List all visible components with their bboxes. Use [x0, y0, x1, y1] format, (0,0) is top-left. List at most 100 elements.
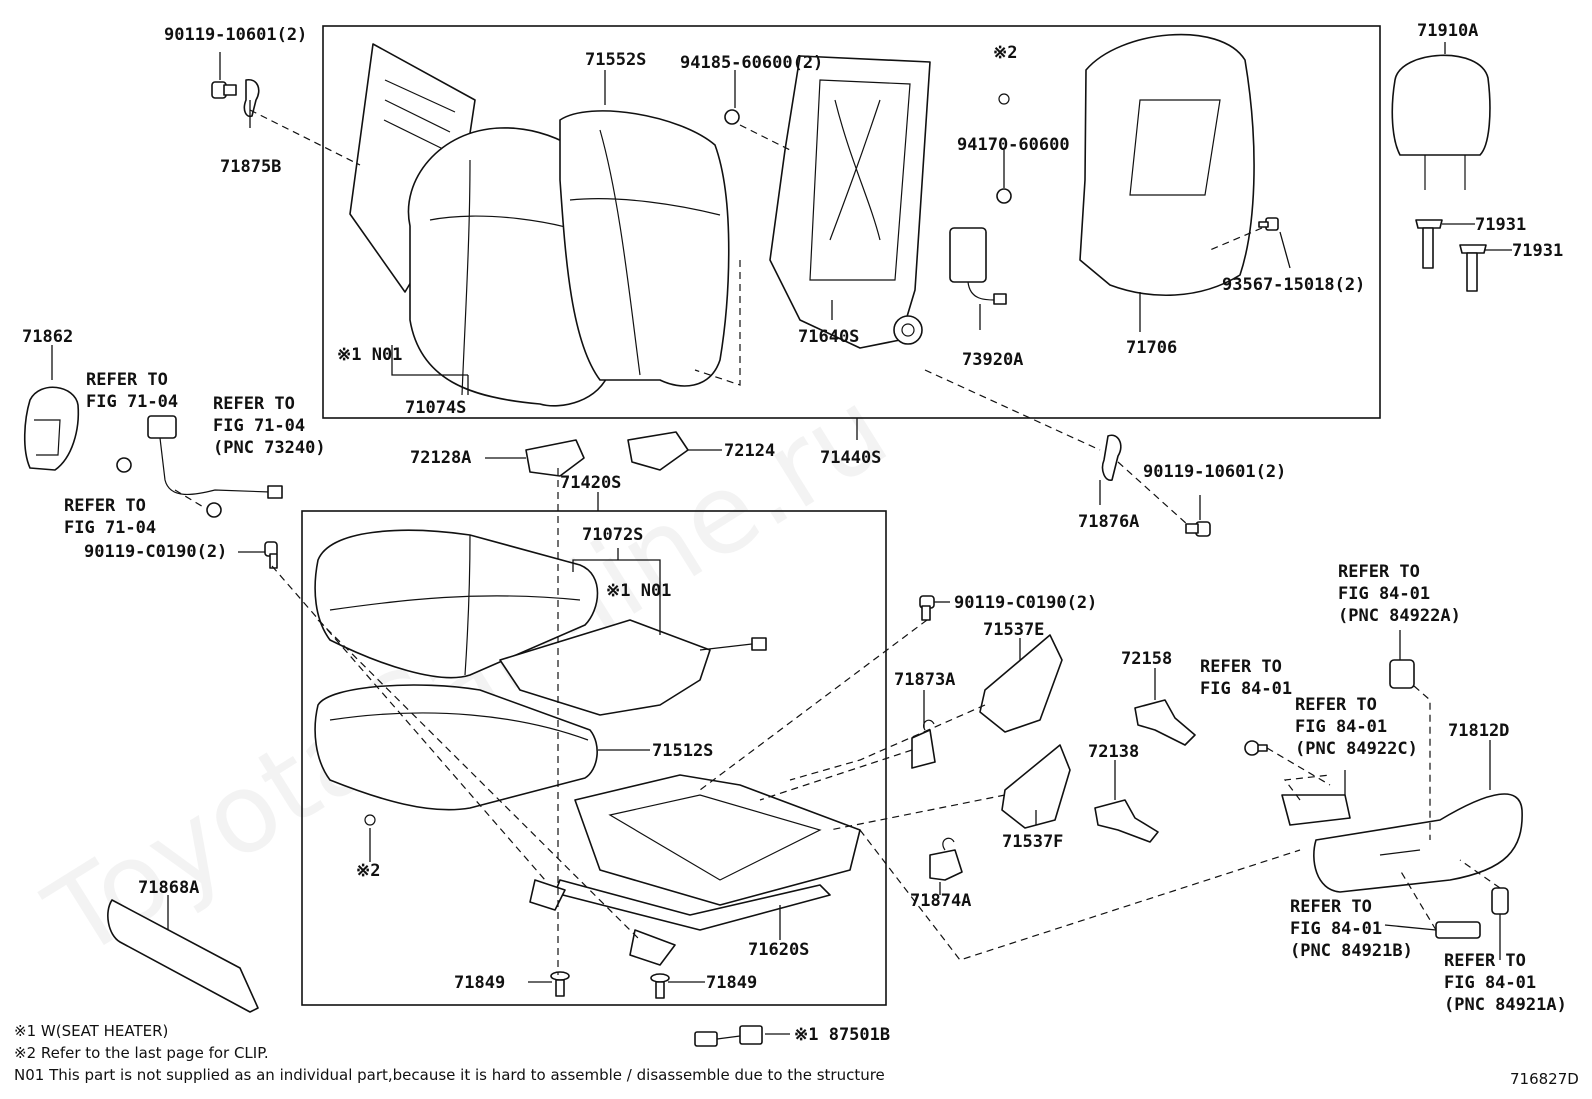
- label-72158: 72158: [1121, 649, 1172, 669]
- label-72138: 72138: [1088, 742, 1139, 762]
- label-71849-b: 71849: [706, 973, 757, 993]
- bracket-71873A: [911, 729, 936, 769]
- note-3: N01 This part is not supplied as an indi…: [14, 1066, 885, 1084]
- label-refer-e-1: REFER TO: [1200, 657, 1282, 677]
- label-refer-g-1: REFER TO: [1290, 897, 1372, 917]
- bolt-90119-C0190-b: [919, 595, 935, 621]
- label-mark2-bottom: ※2: [356, 861, 380, 881]
- switch-84922C: [1281, 794, 1351, 826]
- cover-72124: [627, 431, 689, 471]
- label-71620S: 71620S: [748, 940, 809, 960]
- seatback-assembly-box: [322, 25, 1381, 419]
- seatback-frame-71640S: [769, 55, 931, 349]
- label-71074S: 71074S: [405, 398, 466, 418]
- label-72124: 72124: [724, 441, 775, 461]
- label-71849-a: 71849: [454, 973, 505, 993]
- bolt-71849-a: [550, 971, 570, 997]
- label-refer-f-3: (PNC 84922C): [1295, 739, 1418, 759]
- seat-heater-mat-cushion: [499, 619, 711, 716]
- label-refer-d-3: (PNC 84922A): [1338, 606, 1461, 626]
- label-refer-g-3: (PNC 84921B): [1290, 941, 1413, 961]
- label-71874A: 71874A: [910, 891, 971, 911]
- label-refer-d-1: REFER TO: [1338, 562, 1420, 582]
- label-refer-h-1: REFER TO: [1444, 951, 1526, 971]
- bolt-71849-b: [650, 973, 670, 999]
- label-refer-c-2: FIG 71-04: [64, 518, 156, 538]
- nut-94185-60600: [724, 109, 740, 125]
- label-n01-back: ※1 N01: [337, 345, 402, 365]
- cover-71876A: [1101, 434, 1122, 481]
- label-refer-f-1: REFER TO: [1295, 695, 1377, 715]
- label-refer-a-2: FIG 71-04: [86, 392, 178, 412]
- label-71873A: 71873A: [894, 670, 955, 690]
- knob-72158: [1134, 699, 1196, 746]
- label-71072S: 71072S: [582, 525, 643, 545]
- label-refer-h-2: FIG 84-01: [1444, 973, 1536, 993]
- label-93567-15018: 93567-15018(2): [1222, 275, 1365, 295]
- seat-belt-buckle: [147, 415, 177, 439]
- clip-mark2-bottom: [364, 814, 376, 826]
- cushion-pad-71512S: [314, 684, 598, 811]
- cover-71875B: [243, 79, 260, 118]
- back-board-71706: [1079, 33, 1255, 297]
- cushion-cover-71072S: [314, 529, 599, 679]
- label-refer-e-2: FIG 84-01: [1200, 679, 1292, 699]
- label-refer-d-2: FIG 84-01: [1338, 584, 1430, 604]
- label-71552S: 71552S: [585, 50, 646, 70]
- clip-mark2-top: [998, 93, 1010, 105]
- cover-71537E: [979, 634, 1063, 733]
- screw-fig-84-01: [1244, 740, 1268, 756]
- note-1: ※1 W(SEAT HEATER): [14, 1022, 168, 1040]
- knob-84921A: [1491, 887, 1509, 915]
- label-refer-h-3: (PNC 84921A): [1444, 995, 1567, 1015]
- label-refer-f-2: FIG 84-01: [1295, 717, 1387, 737]
- headrest-support-71931-a: [1415, 219, 1443, 269]
- label-71910A: 71910A: [1417, 21, 1478, 41]
- headrest-support-71931-b: [1459, 244, 1487, 292]
- label-71931-b: 71931: [1512, 241, 1563, 261]
- label-71876A: 71876A: [1078, 512, 1139, 532]
- label-refer-g-2: FIG 84-01: [1290, 919, 1382, 939]
- knob-84921B: [1435, 921, 1481, 939]
- bolt-90119-10601-a: [211, 81, 237, 99]
- seatback-pad-71552S: [559, 110, 730, 387]
- label-refer-c-1: REFER TO: [64, 496, 146, 516]
- trim-71868A: [107, 899, 259, 1013]
- label-90119-10601-a: 90119-10601(2): [164, 25, 307, 45]
- label-71512S: 71512S: [652, 741, 713, 761]
- label-73920A: 73920A: [962, 350, 1023, 370]
- label-refer-b-1: REFER TO: [213, 394, 295, 414]
- label-90119-C0190-b: 90119-C0190(2): [954, 593, 1097, 613]
- nut-94170-60600: [996, 188, 1012, 204]
- label-71420S: 71420S: [560, 473, 621, 493]
- headrest-71910A: [1391, 54, 1491, 156]
- bolt-90119-10601-b: [1185, 521, 1211, 537]
- connector-87501B: [694, 1025, 763, 1047]
- bolt-93567-15018: [1258, 217, 1279, 231]
- label-refer-a-1: REFER TO: [86, 370, 168, 390]
- label-71706: 71706: [1126, 338, 1177, 358]
- label-90119-C0190-a: 90119-C0190(2): [84, 542, 227, 562]
- label-refer-b-3: (PNC 73240): [213, 438, 326, 458]
- label-71862: 71862: [22, 327, 73, 347]
- label-71868A: 71868A: [138, 878, 199, 898]
- label-71875B: 71875B: [220, 157, 281, 177]
- bolt-90119-C0190-a: [264, 541, 278, 569]
- label-mark2-top: ※2: [993, 43, 1017, 63]
- cover-72128A: [525, 439, 585, 477]
- figure-code: 716827D: [1510, 1070, 1579, 1088]
- cover-71537F: [1001, 744, 1071, 829]
- label-refer-b-2: FIG 71-04: [213, 416, 305, 436]
- label-71537F: 71537F: [1002, 832, 1063, 852]
- label-n01-cushion: ※1 N01: [606, 581, 671, 601]
- label-71537E: 71537E: [983, 620, 1044, 640]
- switch-84922A: [1389, 659, 1415, 689]
- label-94185-60600: 94185-60600(2): [680, 53, 823, 73]
- label-71440S: 71440S: [820, 448, 881, 468]
- note-2: ※2 Refer to the last page for CLIP.: [14, 1044, 269, 1062]
- label-90119-10601-b: 90119-10601(2): [1143, 462, 1286, 482]
- label-71812D: 71812D: [1448, 721, 1509, 741]
- cover-71862: [23, 386, 80, 471]
